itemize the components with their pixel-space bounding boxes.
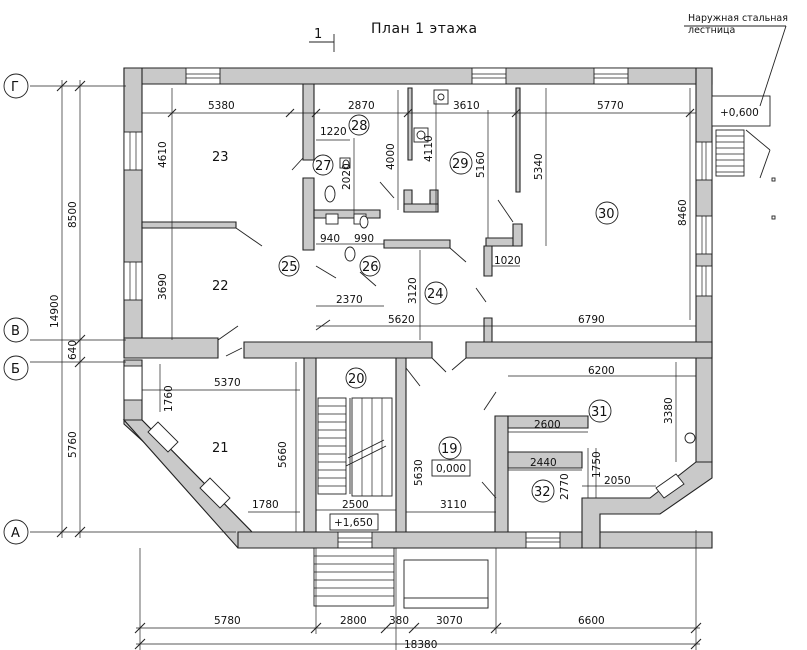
room-label-19: 19 bbox=[441, 442, 458, 457]
windows bbox=[123, 67, 713, 549]
dim-1760: 1760 bbox=[163, 385, 175, 412]
dim-1020: 1020 bbox=[494, 255, 521, 267]
dim-6600: 6600 bbox=[578, 615, 605, 627]
dim-2020: 2020 bbox=[341, 163, 353, 190]
section-marker: 1 bbox=[309, 27, 335, 52]
axis-label-v: В bbox=[11, 324, 20, 339]
room-label-25: 25 bbox=[281, 260, 298, 275]
dim-640: 640 bbox=[67, 340, 79, 360]
room-label-23: 23 bbox=[212, 150, 229, 165]
room-label-26: 26 bbox=[362, 260, 379, 275]
dim-3690: 3690 bbox=[157, 273, 169, 300]
external-steel-stair: Наружная стальная лестница +0,600 bbox=[684, 13, 788, 220]
axis-dimensions: 14900 8500 640 5760 bbox=[49, 201, 79, 458]
entrance-stairs bbox=[313, 547, 489, 609]
doors bbox=[217, 157, 514, 499]
room-label-30: 30 bbox=[598, 207, 615, 222]
room-dimensions: 5380 2870 3610 5770 1220 4610 4000 4110 … bbox=[157, 100, 689, 511]
dim-18380: 18380 bbox=[404, 639, 437, 650]
axis-bubble-v: В bbox=[3, 317, 29, 343]
dim-3110: 3110 bbox=[440, 499, 467, 511]
dim-5370: 5370 bbox=[214, 377, 241, 389]
room-dimension-lines bbox=[142, 88, 696, 532]
level-stair-label: +0,600 bbox=[720, 107, 759, 119]
room-label-24: 24 bbox=[427, 287, 444, 302]
dim-5660: 5660 bbox=[277, 441, 289, 468]
dim-8460: 8460 bbox=[677, 199, 689, 226]
dim-1750: 1750 bbox=[591, 451, 603, 478]
dim-990: 990 bbox=[354, 233, 374, 245]
axis-bubble-a: А bbox=[3, 519, 29, 545]
dim-5160: 5160 bbox=[475, 151, 487, 178]
dim-5630: 5630 bbox=[413, 459, 425, 486]
room-label-29: 29 bbox=[452, 157, 469, 172]
axis-grid bbox=[30, 80, 702, 650]
stair-note-line2: лестница bbox=[688, 25, 735, 36]
room-label-27: 27 bbox=[315, 159, 332, 174]
dim-5760: 5760 bbox=[67, 431, 79, 458]
dim-4610: 4610 bbox=[157, 141, 169, 168]
room-label-28: 28 bbox=[351, 119, 368, 134]
level-floor-label: 0,000 bbox=[436, 463, 466, 475]
section-mark-label: 1 bbox=[314, 27, 322, 42]
dim-2440: 2440 bbox=[530, 457, 557, 469]
dim-2770: 2770 bbox=[559, 473, 571, 500]
dim-14900: 14900 bbox=[49, 295, 61, 328]
dim-6200: 6200 bbox=[588, 365, 615, 377]
axis-label-a: А bbox=[11, 526, 20, 541]
dim-5340: 5340 bbox=[533, 153, 545, 180]
axis-label-b: Б bbox=[11, 362, 20, 377]
dim-4110: 4110 bbox=[423, 135, 435, 162]
stair-note-line1: Наружная стальная bbox=[688, 13, 788, 24]
dim-3120: 3120 bbox=[407, 277, 419, 304]
dim-5620: 5620 bbox=[388, 314, 415, 326]
room-label-20: 20 bbox=[348, 372, 365, 387]
dim-3070: 3070 bbox=[436, 615, 463, 627]
axis-bubble-g: Г bbox=[3, 73, 29, 99]
dim-3380: 3380 bbox=[663, 397, 675, 424]
dim-2800: 2800 bbox=[340, 615, 367, 627]
dim-2370: 2370 bbox=[336, 294, 363, 306]
dim-2870: 2870 bbox=[348, 100, 375, 112]
dim-5380: 5380 bbox=[208, 100, 235, 112]
overall-dimensions: 5780 2800 380 3070 6600 18380 bbox=[214, 615, 605, 650]
dim-1220: 1220 bbox=[320, 126, 347, 138]
axis-label-g: Г bbox=[11, 80, 19, 95]
dim-5770: 5770 bbox=[597, 100, 624, 112]
level-entrance-label: +1,650 bbox=[334, 517, 373, 529]
dim-940: 940 bbox=[320, 233, 340, 245]
dim-380: 380 bbox=[389, 615, 409, 627]
room-label-32: 32 bbox=[534, 485, 551, 500]
axis-bubble-b: Б bbox=[3, 355, 29, 381]
level-marks: 0,000 +1,650 bbox=[329, 459, 471, 531]
dim-2050: 2050 bbox=[604, 475, 631, 487]
sanitary-fixtures bbox=[324, 89, 696, 444]
room-label-22: 22 bbox=[212, 279, 229, 294]
dim-3610: 3610 bbox=[453, 100, 480, 112]
dim-2500: 2500 bbox=[342, 499, 369, 511]
dim-1780: 1780 bbox=[252, 499, 279, 511]
plan-title: План 1 этажа bbox=[371, 21, 478, 37]
room-label-21: 21 bbox=[212, 441, 229, 456]
dim-4000: 4000 bbox=[385, 143, 397, 170]
room-labels: 23 22 21 28 27 29 30 25 26 24 20 19 31 3… bbox=[212, 114, 619, 503]
dim-2600: 2600 bbox=[534, 419, 561, 431]
room-label-31: 31 bbox=[591, 405, 608, 420]
dim-8500: 8500 bbox=[67, 201, 79, 228]
dim-6790: 6790 bbox=[578, 314, 605, 326]
dim-5780: 5780 bbox=[214, 615, 241, 627]
internal-staircase bbox=[317, 397, 393, 497]
